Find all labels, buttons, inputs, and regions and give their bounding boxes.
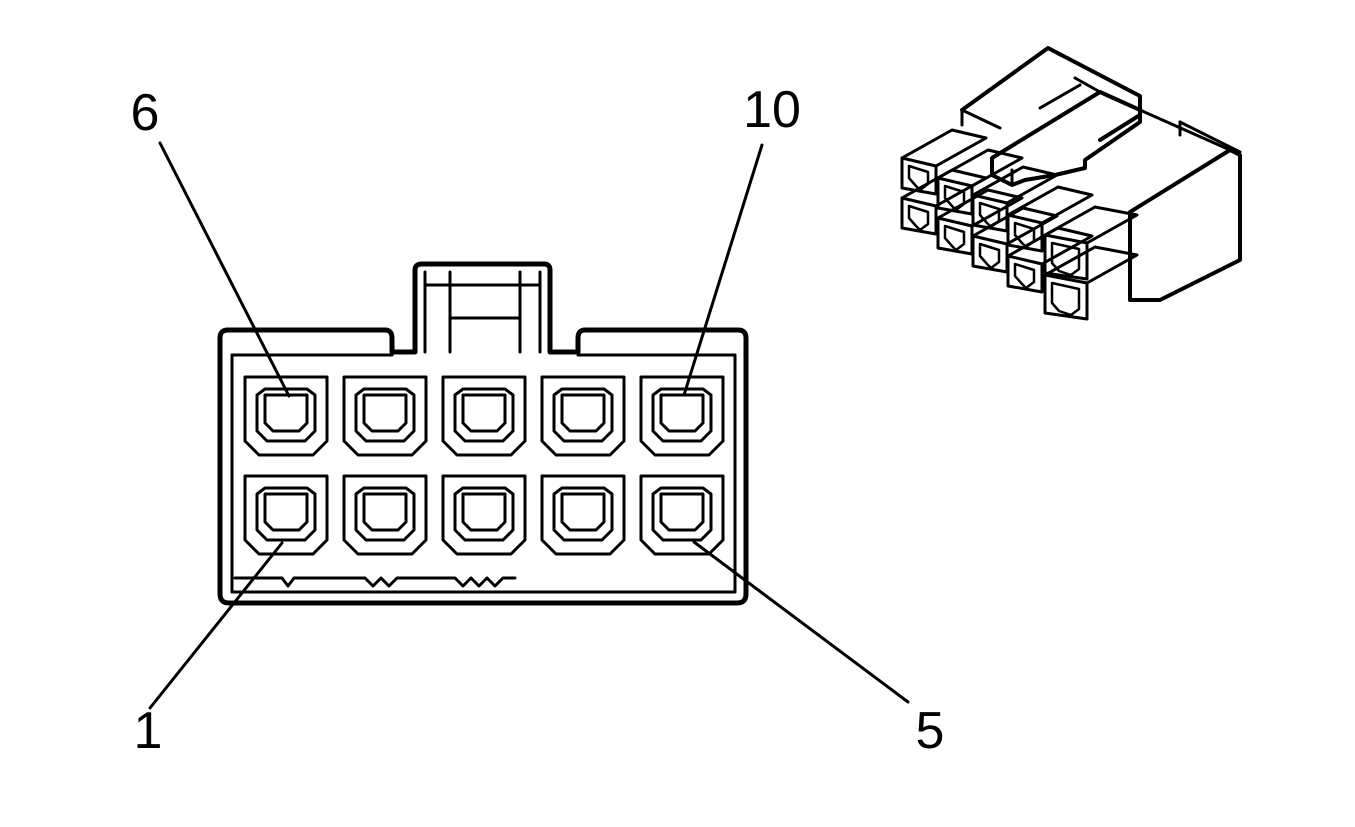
pin-cavity — [342, 474, 428, 556]
leader-line-1 — [148, 541, 284, 710]
isometric-pin-cavities — [900, 128, 1139, 321]
pin-cavity — [243, 474, 329, 556]
leader-line-5 — [692, 540, 910, 704]
isometric-pin-cavity — [900, 128, 988, 196]
pin-label-10: 10 — [743, 81, 801, 139]
leader-line-6 — [158, 141, 291, 398]
isometric-pin-cavity — [1006, 185, 1094, 253]
pin-cavity — [639, 375, 725, 457]
isometric-pin-cavity — [1043, 205, 1139, 281]
pin-label-5: 5 — [916, 702, 945, 760]
pin-cavity — [342, 375, 428, 457]
isometric-pin-cavity — [1043, 245, 1139, 321]
pin-cavity — [243, 375, 329, 457]
pin-cavity — [540, 474, 626, 556]
leader-line-10 — [682, 143, 764, 397]
pin-cavity — [441, 375, 527, 457]
pin-label-1: 1 — [134, 702, 163, 760]
pin-label-6: 6 — [131, 84, 160, 142]
pin-cavity — [639, 474, 725, 556]
connector-isometric-view-icon — [900, 46, 1242, 321]
pin-cavity — [540, 375, 626, 457]
pin-cavity — [441, 474, 527, 556]
pin-cavities — [243, 375, 725, 556]
connector-face-view-icon — [217, 261, 749, 606]
